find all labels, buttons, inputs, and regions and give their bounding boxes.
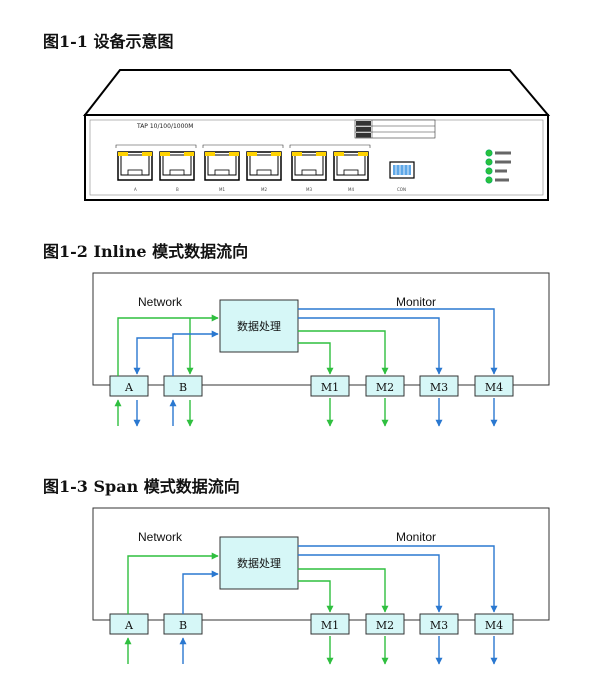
device-label-plate: [354, 119, 436, 139]
span-port-label-m4: M4: [485, 619, 503, 632]
span-port-m3: [419, 613, 459, 635]
device-illustration: TAP 10/100/1000M: [82, 69, 551, 201]
console-port: [389, 161, 415, 179]
device-port-label-m4: M4: [348, 187, 354, 192]
device-port-label-m3: M3: [306, 187, 312, 192]
span-port-m1: [310, 613, 350, 635]
rj45-port-m4: [333, 151, 369, 181]
port-group-brackets: [115, 144, 371, 148]
inline-monitor-label: Monitor: [396, 295, 436, 309]
inline-port-label-b: B: [179, 381, 187, 394]
span-port-label-m2: M2: [376, 619, 394, 632]
figure-2-caption: 图1-2 Inline 模式数据流向: [43, 242, 249, 261]
device-top: [82, 69, 551, 116]
inline-port-m3: [419, 375, 459, 397]
span-frame: [92, 507, 550, 621]
rj45-port-m1: [204, 151, 240, 181]
inline-mode-diagram: Network Monitor 数据处理 A B M1 M2 M3 M4: [92, 272, 550, 427]
device-model-text: TAP 10/100/1000M: [136, 123, 193, 130]
inline-processing-box: [219, 299, 299, 353]
inline-green-flows: [114, 314, 389, 427]
inline-port-label-m2: M2: [376, 381, 394, 394]
span-mode-diagram: Network Monitor 数据处理 A B M1 M2 M3 M4: [92, 507, 550, 665]
figure-1-caption: 图1-1 设备示意图: [43, 32, 174, 51]
inline-blue-flows: [133, 308, 498, 427]
inline-port-label-m4: M4: [485, 381, 503, 394]
span-processing-label: 数据处理: [237, 556, 281, 570]
device-port-label-m1: M1: [219, 187, 225, 192]
span-port-label-a: A: [124, 619, 134, 632]
span-network-label: Network: [138, 530, 183, 544]
inline-port-a: [109, 375, 149, 397]
rj45-port-m2: [246, 151, 282, 181]
span-green-flows: [124, 552, 389, 665]
status-leds: [485, 149, 511, 184]
device-port-label-m2: M2: [261, 187, 267, 192]
rj45-port-a: [117, 151, 153, 181]
rj45-port-b: [159, 151, 195, 181]
span-monitor-label: Monitor: [396, 530, 436, 544]
span-port-m2: [365, 613, 405, 635]
span-port-label-m3: M3: [430, 619, 448, 632]
inline-port-label-a: A: [124, 381, 134, 394]
span-processing-box: [219, 536, 299, 590]
inline-port-m1: [310, 375, 350, 397]
inline-processing-label: 数据处理: [237, 319, 281, 333]
inline-port-m4: [474, 375, 514, 397]
device-port-label-a: A: [134, 187, 137, 192]
inline-port-m2: [365, 375, 405, 397]
inline-network-label: Network: [138, 295, 183, 309]
span-port-m4: [474, 613, 514, 635]
inline-port-label-m3: M3: [430, 381, 448, 394]
console-port-label: CON: [397, 187, 406, 192]
inline-frame: [92, 272, 550, 386]
span-port-label-b: B: [179, 619, 187, 632]
span-port-label-m1: M1: [321, 619, 339, 632]
span-blue-flows: [179, 545, 498, 665]
inline-port-b: [163, 375, 203, 397]
inline-port-label-m1: M1: [321, 381, 339, 394]
figure-3-caption: 图1-3 Span 模式数据流向: [43, 477, 240, 496]
device-port-label-b: B: [176, 187, 179, 192]
rj45-port-m3: [291, 151, 327, 181]
span-port-a: [109, 613, 149, 635]
